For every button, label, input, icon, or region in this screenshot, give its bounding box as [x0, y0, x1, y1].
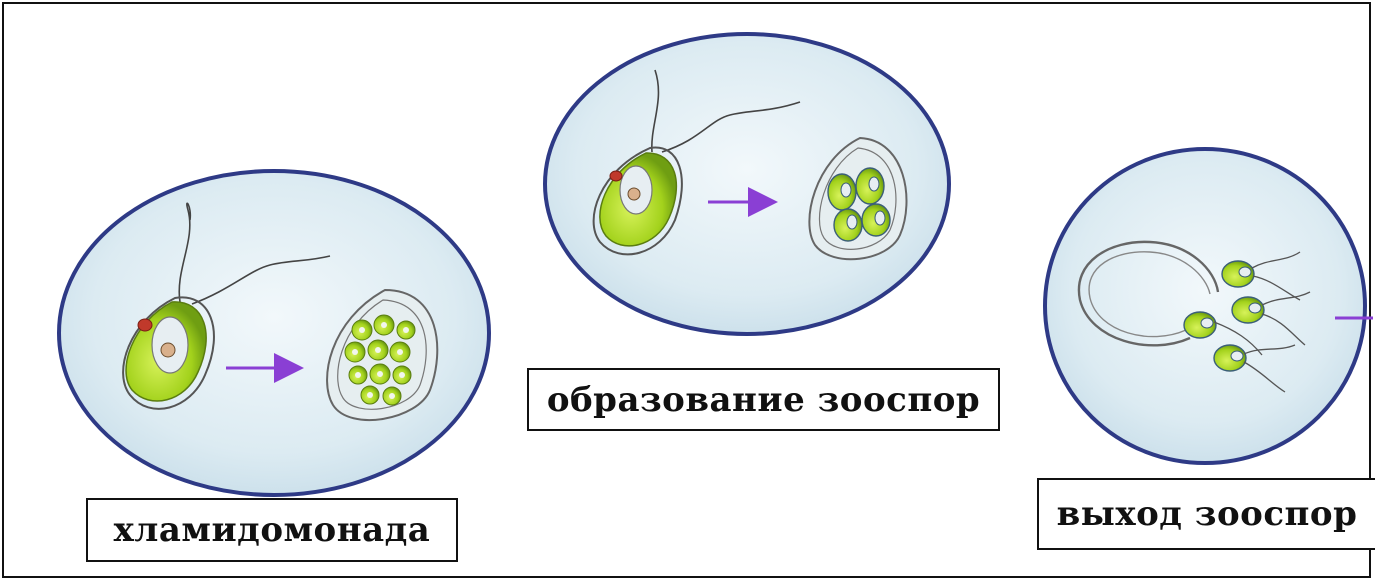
dish-zoospore-release — [1045, 149, 1373, 463]
label-chlamydomonas: хламидомонада — [86, 498, 458, 562]
dish-zoospore-formation — [545, 34, 949, 334]
label-zoospore-release: выход зооспор — [1037, 478, 1375, 550]
label-zoospore-formation: образование зооспор — [527, 368, 1000, 431]
dish-chlamydomonas — [59, 171, 489, 495]
